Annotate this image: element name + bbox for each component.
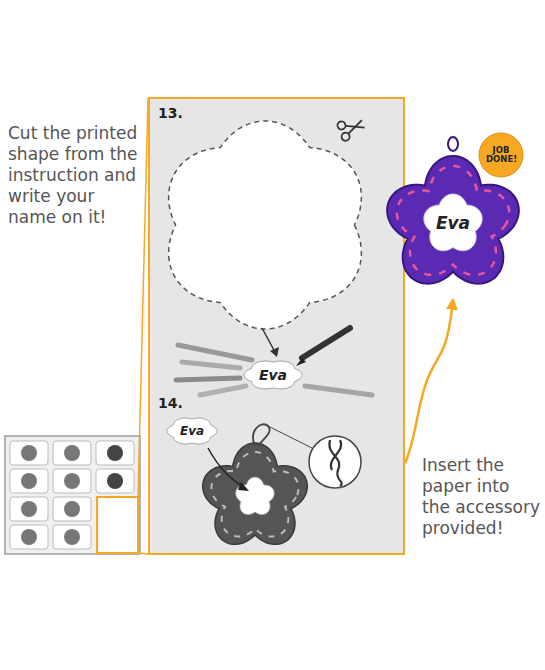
thumbnail-highlight [97,497,138,553]
felt-flower [387,156,519,284]
flower-window [424,194,482,251]
paper-shape [244,361,302,389]
thumbnail-tile [10,469,48,493]
thumbnail-figure [64,445,80,461]
thumbnail-tile [53,441,91,465]
step-number: 14. [158,395,183,411]
knot-detail [309,436,361,488]
thumbnail-tile [10,497,48,521]
thumbnail-figure [21,445,37,461]
instruction-thumbnail [5,436,140,554]
thumbnail-tile [96,469,134,493]
panel-ground [149,98,404,554]
step-arrowhead [270,347,279,357]
thumbnail-figure [64,529,80,545]
thumbnail-figure [21,529,37,545]
stitches [211,452,298,536]
thumbnail-tile [96,441,134,465]
text-holder: Eva [165,415,219,447]
text-holder: Eva [383,142,523,306]
stitches [397,166,509,275]
thumbnail-figure [21,501,37,517]
name-text: Eva [259,368,287,383]
thumbnail-tile [10,441,48,465]
pencils [176,328,372,395]
badge-text: JOB DONE! [486,146,516,164]
hanger-loop [253,424,270,446]
badge-circle [479,133,523,177]
name-text: Eva [180,425,204,438]
name-text: Eva [436,215,470,233]
insert-arrow [208,448,245,488]
felt-flower [203,443,308,544]
step-arrow [262,328,275,352]
text-holder: JOB DONE! [478,132,524,178]
thumbnail-tile [10,525,48,549]
thumbnail-figure [107,473,123,489]
done-badge: JOB DONE! [478,132,524,178]
zoom-line [138,553,148,554]
thumbnail-figure [21,473,37,489]
thumbnail-tile [53,497,91,521]
zoom-leader [268,426,312,448]
knot-rope [329,440,341,486]
thumbnail-tiles [10,441,134,549]
thumbnail-tile [53,469,91,493]
thumbnail-tile [53,525,91,549]
cut-outline [169,121,362,329]
thumbnail-figure [107,445,123,461]
hanger-loop [448,137,458,151]
instruction-text: Cut the printed shape from the instructi… [8,123,143,228]
thumbnail-figure [64,473,80,489]
step-panel: 13.14.EvaEva [148,97,405,555]
flow-arrow [405,300,453,463]
zoom-line [138,98,148,497]
name-paper: Eva [242,358,304,392]
name-paper: Eva [165,415,219,447]
insert-arrowhead [238,482,249,491]
step-number: 13. [158,105,183,121]
scissors-icon [336,114,366,141]
text-holder: Eva [242,358,304,392]
thumbnail-figure [64,501,80,517]
instruction-text: Insert the paper into the accessory prov… [422,455,542,539]
paper-shape [167,418,217,444]
flower-window [236,477,275,515]
